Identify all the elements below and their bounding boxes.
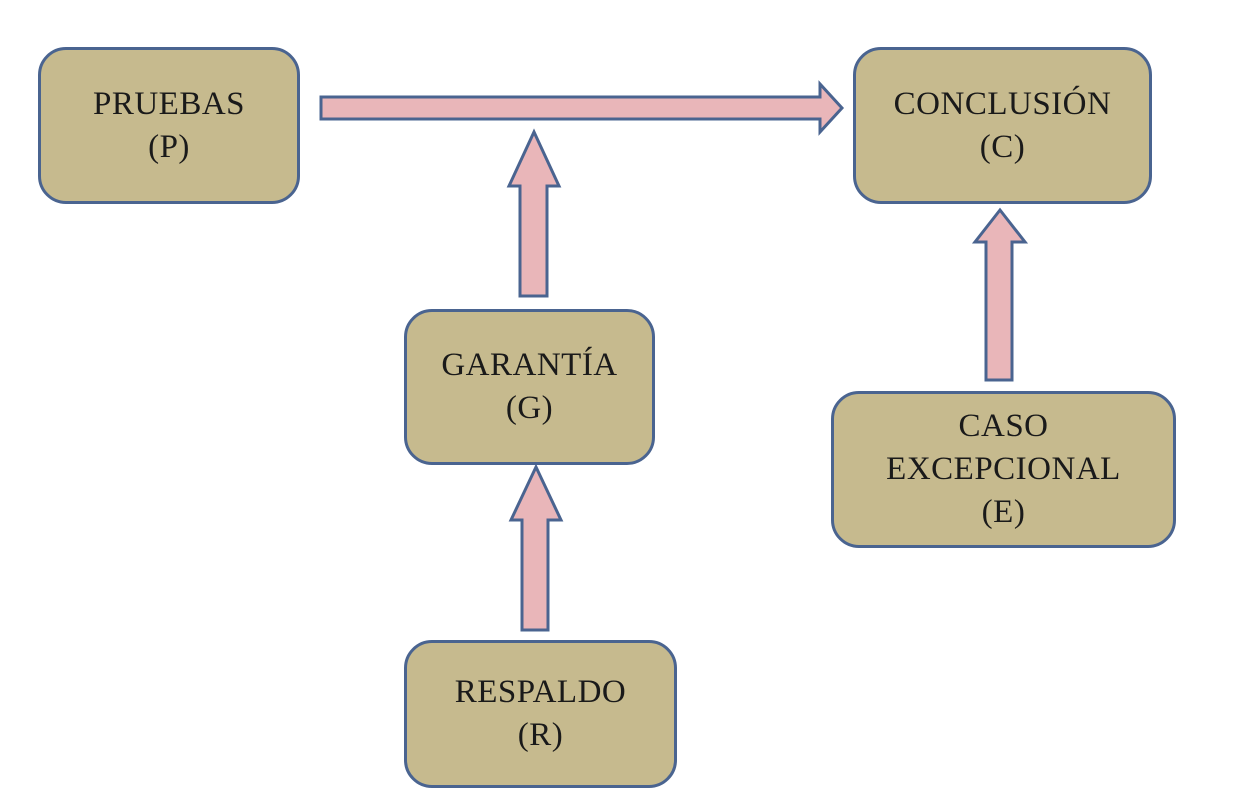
node-conclusion-code: (C) — [979, 128, 1026, 165]
arrow-pruebas-to-conclusion — [319, 80, 845, 136]
node-pruebas-code: (P) — [148, 128, 190, 165]
node-conclusion: CONCLUSIÓN (C) — [853, 47, 1152, 204]
node-garantia-code: (G) — [505, 390, 554, 426]
arrow-caso-to-conclusion — [971, 207, 1029, 382]
arrow-respaldo-to-garantia — [508, 463, 564, 632]
node-respaldo-name: RESPALDO — [454, 674, 627, 711]
node-pruebas-name: PRUEBAS — [92, 85, 246, 122]
arrow-garantia-to-link — [506, 128, 562, 298]
node-respaldo-code: (R) — [517, 717, 564, 753]
node-garantia: GARANTÍA (G) — [404, 309, 655, 465]
node-conclusion-name: CONCLUSIÓN — [893, 85, 1112, 122]
node-pruebas: PRUEBAS (P) — [38, 47, 300, 204]
node-respaldo: RESPALDO (R) — [404, 640, 677, 788]
node-caso-excepcional: CASO EXCEPCIONAL (E) — [831, 391, 1176, 548]
node-caso-code: (E) — [981, 493, 1026, 530]
node-caso-name-line2: EXCEPCIONAL — [886, 451, 1121, 488]
node-caso-name-line1: CASO — [958, 408, 1049, 445]
node-garantia-name: GARANTÍA — [441, 347, 618, 384]
